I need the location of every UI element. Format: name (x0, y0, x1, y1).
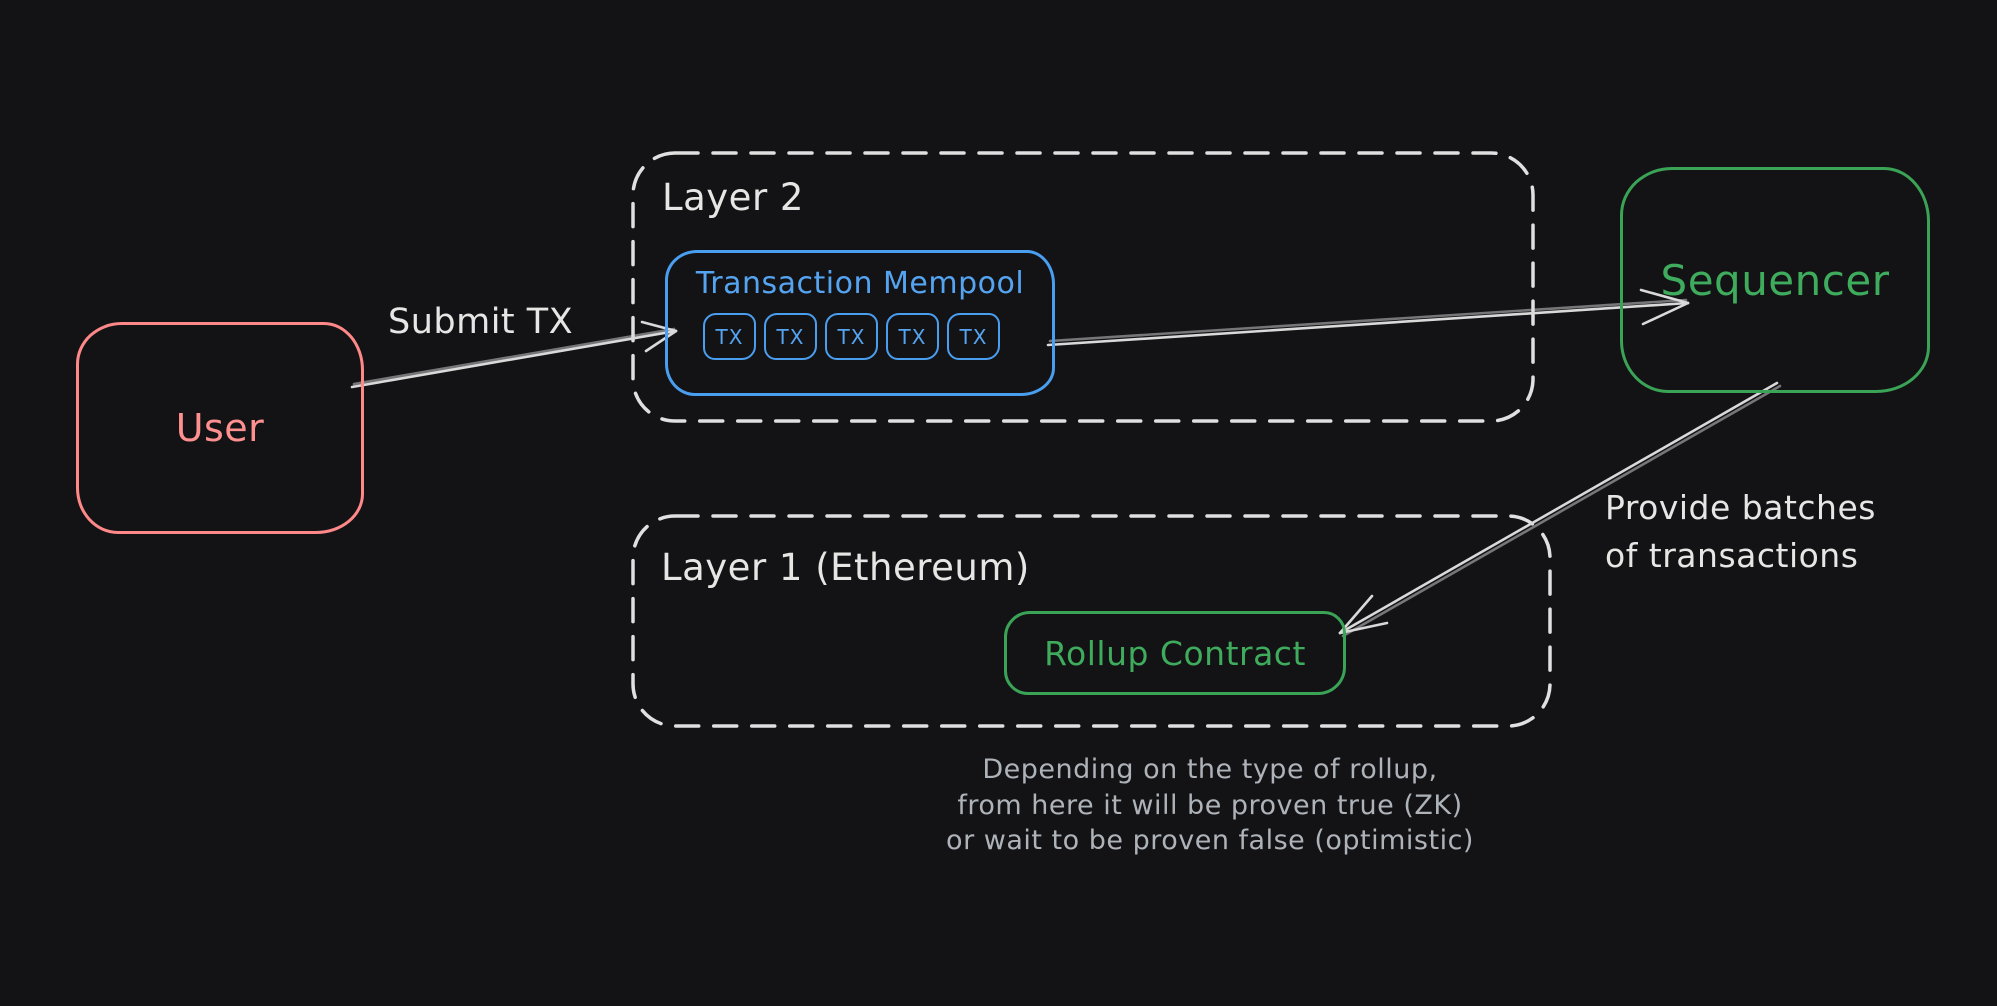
layer1-label: Layer 1 (Ethereum) (661, 546, 1030, 589)
mempool-to-sequencer-arrow (1046, 288, 1690, 347)
tx-box: TX (764, 313, 817, 360)
caption-line3: or wait to be proven false (optimistic) (946, 825, 1474, 857)
provide-batches-label: Provide batches of transactions (1605, 484, 1876, 580)
mempool-node: Transaction Mempool TX TX TX TX TX (665, 250, 1055, 396)
layer2-label: Layer 2 (662, 176, 804, 219)
rollup-contract-node: Rollup Contract (1004, 611, 1346, 695)
tx-label: TX (959, 324, 988, 349)
rollup-type-caption: Depending on the type of rollup, from he… (890, 752, 1530, 859)
caption-line1: Depending on the type of rollup, (982, 754, 1438, 785)
user-node: User (76, 322, 364, 534)
sequencer-node: Sequencer (1620, 167, 1930, 393)
tx-label: TX (898, 324, 927, 349)
tx-row: TX TX TX TX TX (703, 313, 1000, 360)
provide-batches-line1: Provide batches (1605, 488, 1876, 527)
tx-label: TX (776, 324, 805, 349)
provide-batches-line2: of transactions (1605, 535, 1859, 575)
tx-label: TX (715, 324, 744, 349)
tx-box: TX (947, 313, 1000, 360)
tx-box: TX (703, 313, 756, 360)
caption-line2: from here it will be proven true (ZK) (957, 789, 1463, 821)
tx-box: TX (886, 313, 939, 360)
tx-box: TX (825, 313, 878, 360)
submit-tx-label: Submit TX (388, 302, 574, 342)
tx-label: TX (837, 324, 866, 349)
mempool-title: Transaction Mempool (695, 266, 1025, 301)
user-label: User (175, 406, 265, 450)
sequencer-label: Sequencer (1660, 255, 1890, 305)
rollup-contract-label: Rollup Contract (1044, 633, 1306, 673)
